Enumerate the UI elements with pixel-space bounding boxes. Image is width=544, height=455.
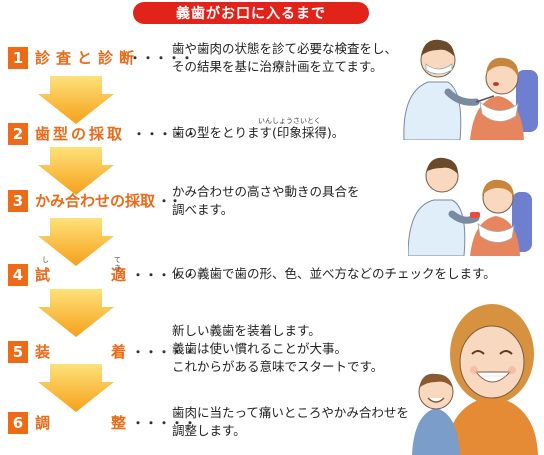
step-number: 6 — [8, 412, 28, 434]
step-description: かみ合わせの高さや動きの具合を 調べます。 — [172, 184, 360, 217]
step-description: 歯の型をとります(印象採得)。 — [172, 125, 345, 140]
leader-dots: ・・・・・ — [129, 51, 195, 65]
step-description: 新しい義歯を装着します。 義歯は使い慣れることが大事。 これからがある意味でスタ… — [172, 323, 384, 374]
step-number: 5 — [8, 341, 28, 363]
dentist-examining-patient-illustration — [403, 39, 538, 140]
leader-dots: ・・・・・ — [132, 345, 198, 359]
down-arrow-icon — [38, 218, 114, 266]
step-label-char: 適 — [111, 266, 127, 284]
step-description: 歯肉に当たって痛いところやかみ合わせを 調整します。 — [172, 405, 409, 438]
step-number: 4 — [8, 264, 28, 286]
reading-ruby: いんしょうさいとく — [258, 117, 321, 125]
step-number: 1 — [8, 47, 28, 69]
reading-ruby: し — [42, 256, 49, 264]
down-arrow-icon — [38, 147, 114, 195]
step-label-char: 整 — [111, 414, 127, 432]
dentist-fitting-patient-illustration — [408, 157, 532, 256]
leader-dots: ・・・・・ — [132, 416, 198, 430]
step-label-char: 調 — [35, 414, 51, 432]
smiling-elderly-couple-illustration — [412, 304, 538, 455]
step-label: 歯型の採取 — [35, 125, 126, 143]
page-title: 義歯がお口に入るまで — [133, 2, 369, 24]
step-label-char: 装 — [35, 343, 51, 361]
step-number: 2 — [8, 123, 28, 145]
step-label: 診査と診断 — [35, 49, 141, 67]
down-arrow-icon — [38, 364, 114, 412]
step-label-char: 着 — [111, 343, 127, 361]
step-number: 3 — [8, 190, 28, 212]
leader-dots: ・・・・・ — [132, 268, 198, 282]
step-description: 仮の義歯で歯の形、色、並べ方などのチェックをします。 — [172, 266, 496, 281]
leader-dots: ・・ — [158, 194, 181, 208]
down-arrow-icon — [38, 289, 114, 337]
step-description: 歯や歯肉の状態を診て必要な検査をし、 その結果を基に治療計画を立てます。 — [172, 41, 398, 74]
step-label-char: 試 — [35, 266, 51, 284]
leader-dots: ・・・・・ — [133, 127, 199, 141]
down-arrow-icon — [38, 76, 114, 124]
step-label: かみ合わせの採取 — [35, 192, 156, 210]
reading-ruby: てき — [114, 256, 121, 272]
